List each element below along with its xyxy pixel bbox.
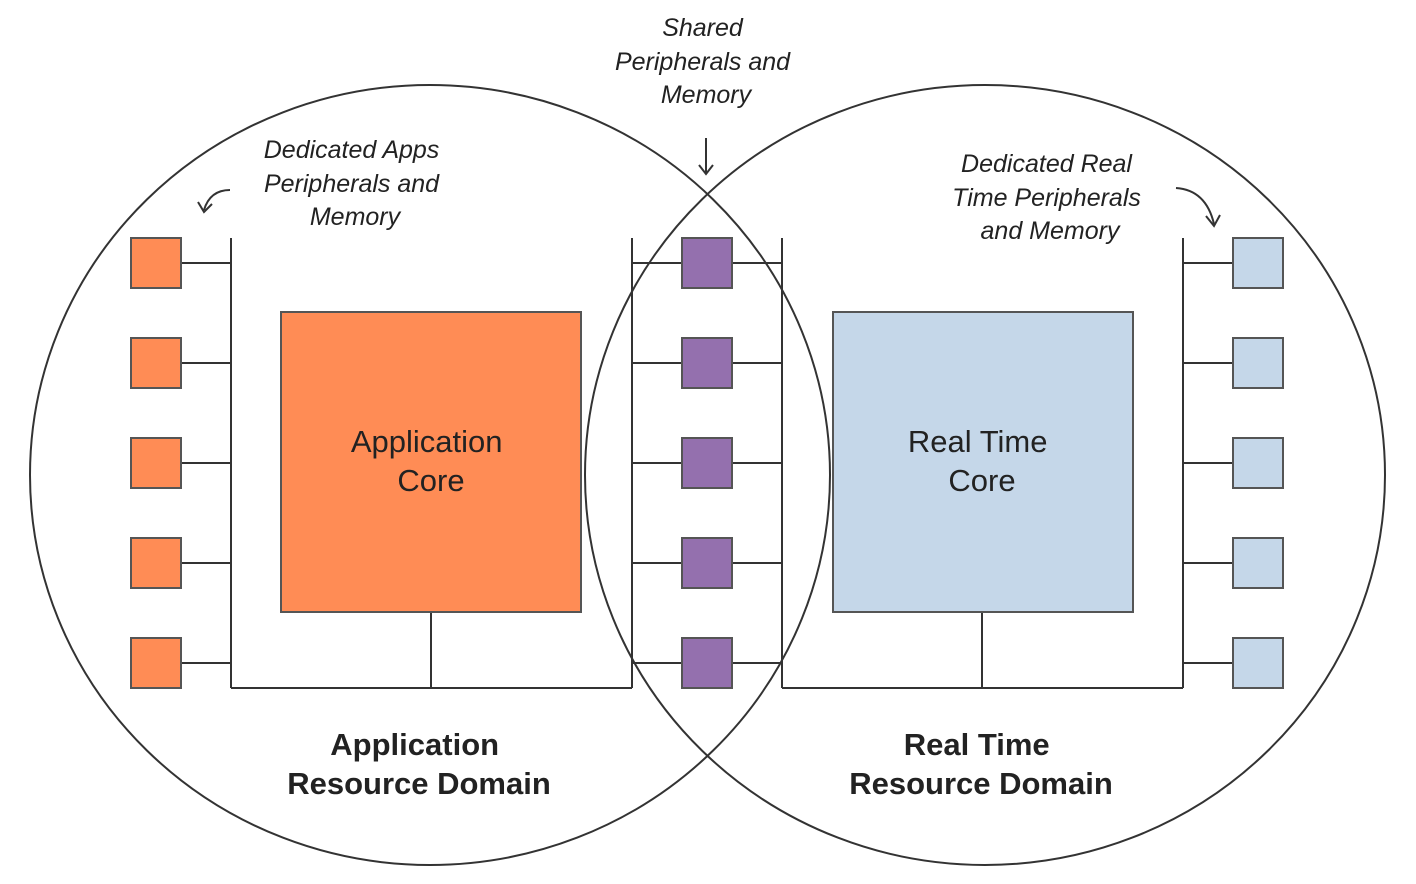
realtime-peripheral-1 bbox=[1232, 237, 1284, 289]
shared-peripheral-1 bbox=[681, 237, 733, 289]
peripheral-connectors bbox=[181, 262, 1233, 664]
realtime-peripheral-5 bbox=[1232, 637, 1284, 689]
dedicated-apps-peripherals bbox=[130, 237, 182, 689]
apps-peripheral-1 bbox=[130, 237, 182, 289]
shared-peripheral-5 bbox=[681, 637, 733, 689]
dedicated-realtime-peripherals bbox=[1232, 237, 1284, 689]
realtime-peripheral-4 bbox=[1232, 537, 1284, 589]
apps-peripheral-3 bbox=[130, 437, 182, 489]
application-core-label: Application Core bbox=[351, 424, 511, 498]
realtime-peripheral-2 bbox=[1232, 337, 1284, 389]
shared-peripheral-4 bbox=[681, 537, 733, 589]
application-core-box bbox=[280, 311, 582, 613]
dedicated-realtime-label: Dedicated Real Time Peripherals and Memo… bbox=[952, 150, 1148, 245]
realtime-core-label: Real Time Core bbox=[908, 424, 1056, 498]
apps-peripheral-2 bbox=[130, 337, 182, 389]
shared-peripherals bbox=[681, 237, 733, 689]
apps-peripheral-5 bbox=[130, 637, 182, 689]
application-domain-circle bbox=[29, 84, 831, 866]
curved-arrow-right-icon bbox=[1175, 187, 1221, 228]
dedicated-apps-label: Dedicated Apps Peripherals and Memory bbox=[264, 136, 447, 231]
shared-peripherals-label: Shared Peripherals and Memory bbox=[615, 14, 797, 109]
shared-down-arrow-icon bbox=[698, 138, 714, 176]
application-domain-label: Application Resource Domain bbox=[287, 727, 551, 801]
realtime-domain-label: Real Time Resource Domain bbox=[849, 727, 1113, 801]
curved-arrow-left-icon bbox=[197, 189, 231, 214]
realtime-domain-circle bbox=[584, 84, 1386, 866]
shared-peripheral-3 bbox=[681, 437, 733, 489]
apps-peripheral-4 bbox=[130, 537, 182, 589]
realtime-peripheral-3 bbox=[1232, 437, 1284, 489]
realtime-core-box bbox=[832, 311, 1134, 613]
shared-peripheral-2 bbox=[681, 337, 733, 389]
